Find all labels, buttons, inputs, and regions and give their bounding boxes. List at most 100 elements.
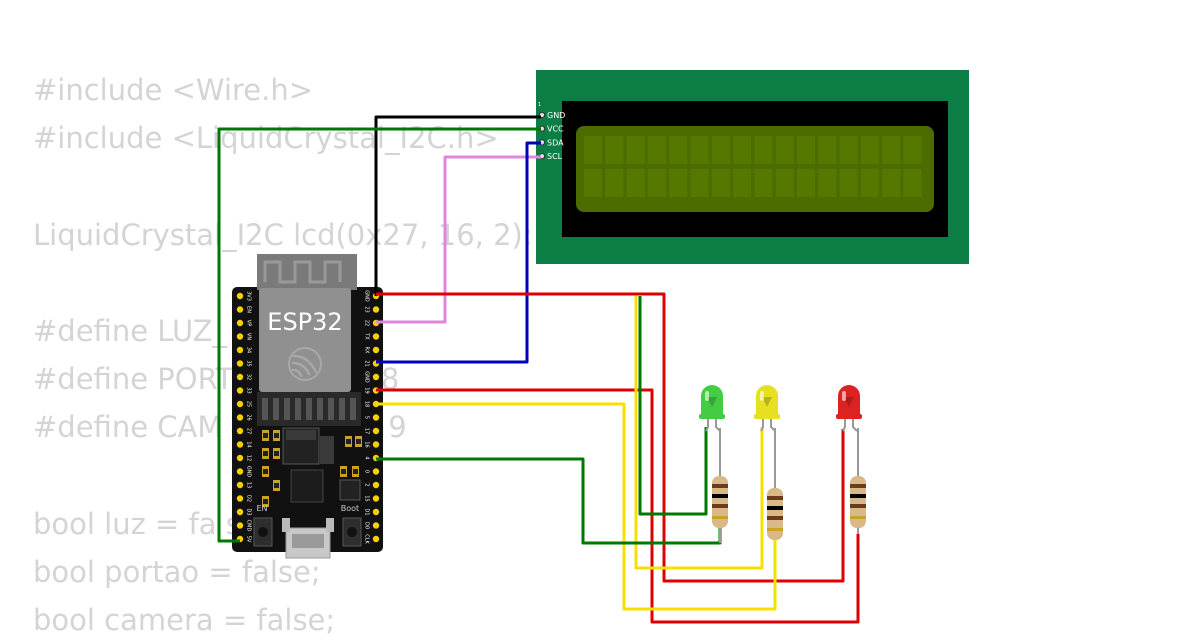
wire-gpio-red[interactable]: [376, 388, 860, 624]
wire-gnd-red[interactable]: [376, 292, 845, 583]
esp32-pin[interactable]: [236, 481, 244, 489]
smd-resistor-body: [274, 433, 279, 438]
wire-vcc-green[interactable]: [217, 127, 541, 543]
esp32-pin[interactable]: [236, 292, 244, 300]
led-red[interactable]: [836, 385, 862, 432]
esp32-pin[interactable]: [236, 414, 244, 421]
smd-resistor-body: [263, 451, 268, 456]
regulator-tab: [286, 430, 316, 440]
esp32-pin-label: 23: [364, 306, 370, 312]
led-yellow[interactable]: [754, 385, 780, 432]
esp32-pin[interactable]: [236, 495, 244, 502]
wires: [217, 115, 860, 624]
wire-gpio-green[interactable]: [376, 457, 722, 545]
led-rim: [754, 414, 780, 419]
led-green[interactable]: [699, 385, 725, 432]
code-line: bool portao = false;: [33, 554, 321, 589]
lcd-cell: [690, 169, 709, 197]
esp32-pin-label: 21: [364, 360, 370, 366]
esp32-pin[interactable]: [236, 522, 244, 529]
esp32-pin[interactable]: [236, 508, 244, 516]
wire-gnd-green[interactable]: [638, 296, 708, 516]
lcd-cell: [711, 169, 730, 197]
resistor-yellow-led[interactable]: [767, 428, 783, 540]
esp32-pin-label: 22: [364, 320, 370, 326]
led-leg: [770, 417, 776, 432]
espressif-logo-icon: [288, 347, 322, 381]
esp32-pin-label: 2: [364, 483, 370, 486]
module-pad: [350, 398, 356, 420]
esp32-pin[interactable]: [236, 333, 244, 340]
code-background: #include <Wire.h>#include <LiquidCrystal…: [33, 66, 533, 644]
esp32-pin[interactable]: [236, 468, 244, 475]
esp32-pin-label: CLK: [364, 534, 370, 544]
boot-button[interactable]: [342, 517, 362, 547]
micro-usb-port[interactable]: [282, 518, 334, 559]
esp32-pin[interactable]: [236, 360, 244, 367]
esp32-pin[interactable]: [236, 373, 244, 381]
esp32-pin[interactable]: [236, 441, 244, 448]
lcd-cell: [754, 136, 773, 164]
led-leg: [760, 417, 764, 432]
lcd-pin-1-marker: 1: [538, 102, 541, 108]
esp32-pin[interactable]: [372, 373, 380, 381]
wire-sda-blue[interactable]: [376, 141, 541, 364]
esp32-pin[interactable]: [372, 427, 380, 435]
esp32-pin-label: 35: [246, 360, 252, 366]
esp32-pin[interactable]: [372, 481, 380, 489]
lcd-cell: [860, 136, 879, 164]
lcd-cell: [754, 169, 773, 197]
smd-resistor-body: [263, 433, 268, 438]
esp32-pin-label: 27: [246, 428, 252, 434]
esp32-pin[interactable]: [236, 306, 244, 313]
esp32-pin-label: 18: [364, 401, 370, 407]
esp32-pin[interactable]: [236, 346, 244, 354]
lcd-cell: [882, 136, 901, 164]
esp32-pin[interactable]: [372, 414, 380, 421]
esp32-pin-label: 17: [364, 428, 370, 434]
wire-gnd-black[interactable]: [374, 115, 541, 296]
esp32-pin[interactable]: [372, 346, 380, 354]
esp32-pin[interactable]: [372, 508, 380, 516]
module-pad: [284, 398, 290, 420]
esp32-pin-label: 34: [246, 347, 252, 353]
esp32-pin[interactable]: [236, 400, 244, 408]
leds: [699, 385, 862, 432]
esp32-pin-label: 33: [246, 387, 252, 393]
esp32-pin[interactable]: [236, 454, 244, 462]
lcd-pin-label: GND: [547, 111, 565, 120]
esp32-pin[interactable]: [372, 535, 380, 543]
esp32-pin[interactable]: [236, 387, 244, 394]
wire-gpio-yellow[interactable]: [376, 402, 777, 611]
lcd-cell: [839, 169, 858, 197]
esp32-pin[interactable]: [372, 495, 380, 502]
lcd-cell: [882, 169, 901, 197]
esp32-pin[interactable]: [372, 306, 380, 313]
esp32-pin[interactable]: [372, 333, 380, 340]
lcd-cell: [626, 169, 645, 197]
code-line: #include <Wire.h>: [33, 73, 314, 107]
wire-scl-pink[interactable]: [376, 155, 541, 324]
lcd-cell: [690, 136, 709, 164]
esp32-pin-label: GND: [364, 371, 370, 383]
smd-resistor-body: [341, 469, 346, 474]
smd-resistor-body: [274, 451, 279, 456]
esp32-pin[interactable]: [236, 427, 244, 435]
smd-resistor-body: [274, 483, 279, 488]
esp32-pin[interactable]: [236, 319, 244, 327]
esp32-pin[interactable]: [372, 468, 380, 475]
lcd-cell: [669, 136, 688, 164]
resistor-green-led[interactable]: [712, 428, 728, 543]
esp32-pin-label: 26: [246, 414, 252, 420]
wire-gnd-yellow[interactable]: [634, 296, 764, 570]
en-button[interactable]: [253, 517, 273, 547]
led-die: [707, 397, 717, 407]
esp32-pin[interactable]: [372, 522, 380, 529]
esp32-pin[interactable]: [372, 441, 380, 448]
resistor-red-led[interactable]: [850, 428, 866, 534]
esp32-pin-label: 15: [364, 495, 370, 501]
lcd-cell: [647, 136, 666, 164]
